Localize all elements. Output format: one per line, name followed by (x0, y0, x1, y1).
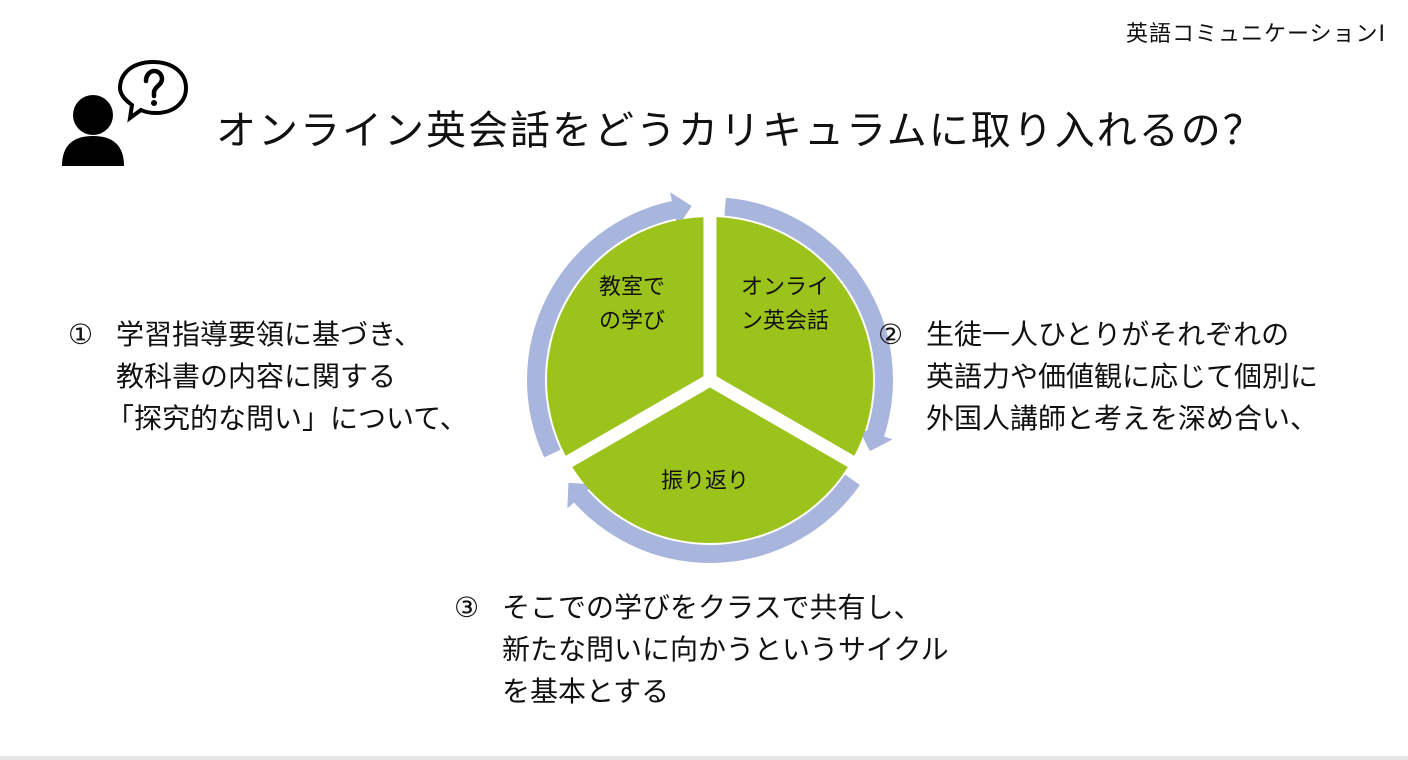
cycle-arrow-3 (567, 474, 860, 563)
cycle-arrow-1 (527, 192, 692, 458)
step-2-number: ② (878, 318, 904, 351)
cycle-arrow-2 (724, 197, 893, 452)
step-2-line-2: 英語力や価値観に応じて個別に (926, 360, 1319, 393)
cycle-segment-2-label-line-2: ン英会話 (741, 309, 829, 334)
step-2-line-1: 生徒一人ひとりがそれぞれの (926, 318, 1290, 351)
cycle-segment-1-label-line-1: 教室で (599, 275, 665, 300)
step-1-line-1: 学習指導要領に基づき、 (116, 318, 423, 351)
step-1-number: ① (68, 318, 94, 351)
cycle-arrows (527, 192, 893, 563)
cycle-separators (544, 193, 876, 480)
step-3-line-2: 新たな問いに向かうというサイクル (502, 633, 949, 666)
cycle-separator-3 (544, 374, 714, 480)
cycle-separator-2 (706, 374, 876, 480)
step-2-line-3: 外国人講師と考えを深め合い、 (926, 402, 1319, 435)
step-1-line-3: 「探究的な問い」について、 (106, 402, 468, 435)
cycle-segment-1-label-line-2: の学び (599, 309, 665, 334)
cycle-segment-3-label-line-1: 振り返り (661, 469, 749, 494)
course-label: 英語コミュニケーションⅠ (1125, 22, 1386, 47)
person-with-question-bubble-icon (60, 58, 192, 170)
step-3: ③ そこでの学びをクラスで共有し、 新たな問いに向かうというサイクル を基本とする (454, 587, 949, 713)
cycle-diagram: 教室での学び オンライン英会話振り返り (505, 180, 905, 580)
step-2: ② 生徒一人ひとりがそれぞれの 英語力や価値観に応じて個別に 外国人講師と考えを深… (878, 314, 1318, 440)
step-3-line-3: を基本とする (502, 675, 670, 708)
slide-title: オンライン英会話をどうカリキュラムに取り入れるの？ (216, 108, 1265, 154)
step-1-line-2: 教科書の内容に関する (116, 360, 397, 393)
bottom-rule (0, 756, 1408, 760)
step-3-line-1: そこでの学びをクラスで共有し、 (502, 591, 922, 624)
step-1: ① 学習指導要領に基づき、 教科書の内容に関する 「探究的な問い」について、 (68, 314, 468, 440)
cycle-segment-2-label-line-1: オンライ (741, 275, 829, 300)
step-3-number: ③ (454, 591, 480, 624)
